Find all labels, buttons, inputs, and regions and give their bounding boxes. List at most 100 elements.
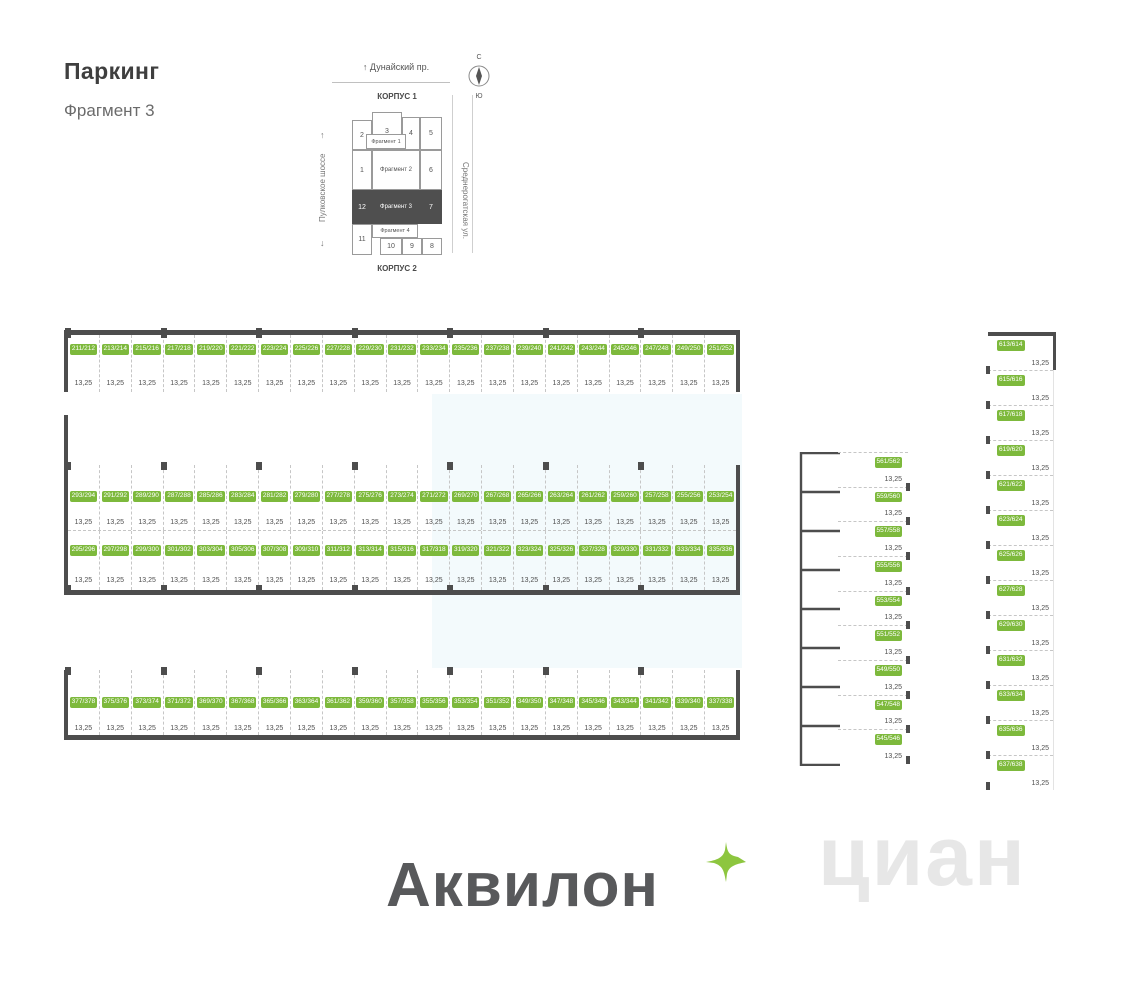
fragment-1-box[interactable]: Фрагмент 1	[366, 134, 406, 149]
fragment-3-box-active[interactable]: Фрагмент 3	[372, 190, 420, 224]
fragment-2-box[interactable]: Фрагмент 2	[372, 150, 420, 190]
fragment-4-box[interactable]: Фрагмент 4	[372, 224, 418, 238]
